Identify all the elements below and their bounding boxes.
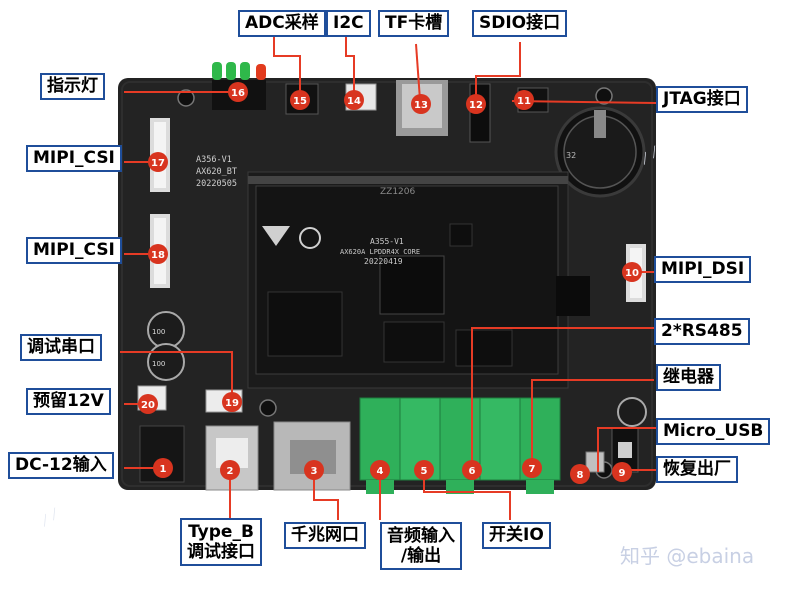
marker-6: 6 xyxy=(462,460,482,480)
marker-19: 19 xyxy=(222,392,242,412)
watermark: 知乎 @ebaina xyxy=(620,544,755,568)
marker-13: 13 xyxy=(411,94,431,114)
svg-text:6: 6 xyxy=(469,466,476,477)
marker-7: 7 xyxy=(522,458,542,478)
label-micro-usb: Micro_USB xyxy=(656,418,771,445)
mount-hole xyxy=(259,399,277,417)
carrier-silk-2: AX620_BT xyxy=(196,167,237,177)
marker-20: 20 xyxy=(138,394,158,414)
svg-text:9: 9 xyxy=(619,468,626,479)
label-mipi-csi-1: MIPI_CSI xyxy=(26,145,122,172)
svg-text:17: 17 xyxy=(151,158,165,169)
marker-17: 17 xyxy=(148,152,168,172)
label-reserved-12v: 预留12V xyxy=(26,388,111,415)
marker-2: 2 xyxy=(220,460,240,480)
svg-text:100: 100 xyxy=(152,328,165,336)
label-adc: ADC采样 xyxy=(238,10,326,37)
marker-1: 1 xyxy=(153,458,173,478)
svg-text:1: 1 xyxy=(160,464,167,475)
label-gbe: 千兆网口 xyxy=(284,522,366,549)
marker-18: 18 xyxy=(148,244,168,264)
markers: 1 2 3 4 5 6 7 8 9 10 11 12 13 14 15 16 1… xyxy=(138,82,642,484)
svg-text:11: 11 xyxy=(517,96,531,107)
label-audio: 音频输入 /输出 xyxy=(380,522,462,571)
core-silk-1: A355-V1 xyxy=(370,237,404,246)
label-mipi-dsi: MIPI_DSI xyxy=(654,256,752,283)
svg-text:16: 16 xyxy=(231,88,245,99)
marker-4: 4 xyxy=(370,460,390,480)
battery-silk: 32 xyxy=(566,151,576,160)
svg-text:12: 12 xyxy=(469,100,483,111)
marker-12: 12 xyxy=(466,94,486,114)
svg-text:5: 5 xyxy=(421,466,428,477)
marker-8: 8 xyxy=(570,464,590,484)
mount-hole xyxy=(177,89,195,107)
label-rs485: 2*RS485 xyxy=(654,318,750,345)
marker-5: 5 xyxy=(414,460,434,480)
label-typeb-line1: Type_B xyxy=(188,522,254,542)
marker-16: 16 xyxy=(228,82,248,102)
label-dc12: DC-12输入 xyxy=(8,452,114,479)
svg-text:14: 14 xyxy=(347,96,361,107)
marker-11: 11 xyxy=(514,90,534,110)
label-factory-reset: 恢复出厂 xyxy=(656,456,738,483)
terminal-blocks xyxy=(359,397,561,494)
svg-text:2: 2 xyxy=(227,466,234,477)
svg-text:18: 18 xyxy=(151,250,165,261)
svg-text:15: 15 xyxy=(293,96,307,107)
svg-text:19: 19 xyxy=(225,398,239,409)
carrier-silk-1: A356-V1 xyxy=(196,155,232,165)
mount-hole xyxy=(595,87,613,105)
core-silk-2: AX620A LPDDR4X CORE xyxy=(340,248,420,256)
label-jtag: JTAG接口 xyxy=(656,86,748,113)
label-sdio: SDIO接口 xyxy=(472,10,568,37)
label-debug-uart: 调试串口 xyxy=(20,334,102,361)
label-i2c: I2C xyxy=(326,10,371,37)
label-tf: TF卡槽 xyxy=(378,10,450,37)
svg-text:3: 3 xyxy=(311,466,318,477)
svg-text:4: 4 xyxy=(377,466,384,477)
label-typeb: Type_B 调试接口 xyxy=(180,518,262,567)
soc-chip xyxy=(379,255,445,315)
label-switch-io: 开关IO xyxy=(482,522,551,549)
carrier-silk-3: 20220505 xyxy=(196,179,237,189)
svg-text:7: 7 xyxy=(529,464,536,475)
marker-14: 14 xyxy=(344,90,364,110)
svg-text:20: 20 xyxy=(141,400,155,411)
marker-15: 15 xyxy=(290,90,310,110)
label-led: 指示灯 xyxy=(40,73,105,100)
label-typeb-line2: 调试接口 xyxy=(187,542,255,563)
marker-9: 9 xyxy=(612,462,632,482)
marker-10: 10 xyxy=(622,262,642,282)
label-relay: 继电器 xyxy=(656,364,721,391)
svg-text:8: 8 xyxy=(577,470,584,481)
svg-text:10: 10 xyxy=(625,268,639,279)
leader-lines xyxy=(120,34,657,520)
marker-3: 3 xyxy=(304,460,324,480)
svg-text:13: 13 xyxy=(414,100,428,111)
label-audio-line1: 音频输入 xyxy=(387,526,455,546)
slot-silkscreen: ZZ1206 xyxy=(380,187,416,197)
svg-text:100: 100 xyxy=(152,360,165,368)
core-silk-3: 20220419 xyxy=(364,257,403,266)
label-mipi-csi-2: MIPI_CSI xyxy=(26,237,122,264)
label-audio-line2: /输出 xyxy=(400,546,442,567)
